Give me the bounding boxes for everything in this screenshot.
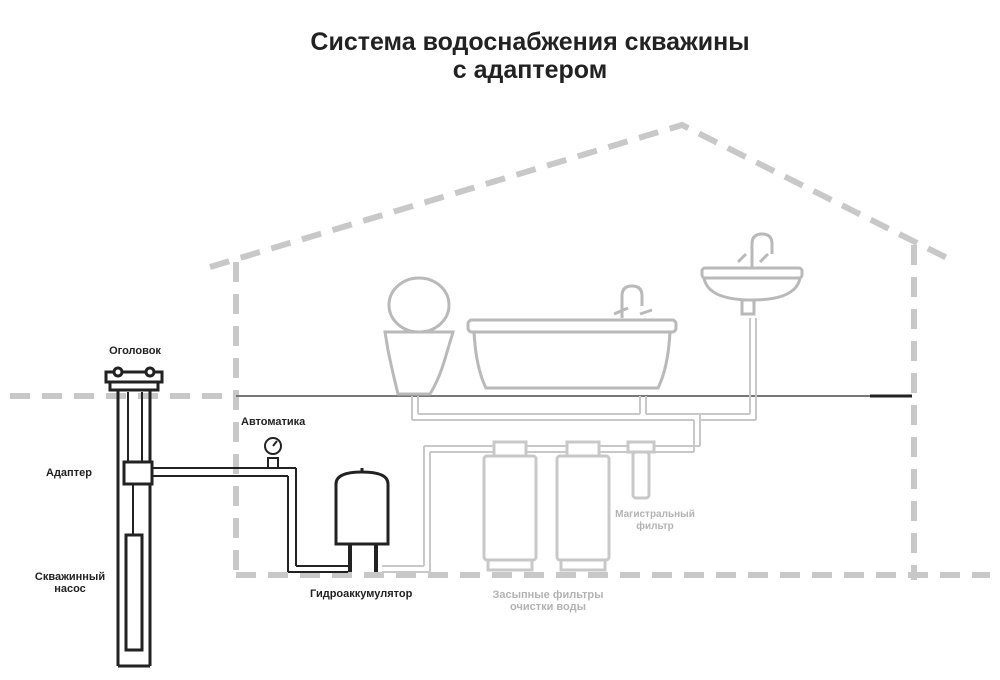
- main-filter: [626, 440, 656, 500]
- label-adapter: Адаптер: [46, 467, 92, 479]
- sink-faucet: [750, 232, 774, 268]
- backfill-filter-2-cap: [565, 440, 601, 458]
- sink-siphon: [740, 298, 756, 316]
- sink-basin: [702, 276, 802, 302]
- backfill-filter-1-cap: [492, 440, 528, 458]
- sink: [700, 232, 804, 316]
- label-wellhead: Оголовок: [109, 345, 161, 357]
- label-main-filter-line1: Магистральный: [615, 509, 695, 520]
- house-outline: [10, 121, 990, 580]
- label-accumulator: Гидроаккумулятор: [310, 588, 413, 600]
- label-backfill-filters-line1: Засыпные фильтры: [492, 589, 604, 601]
- toilet: [383, 276, 456, 396]
- roof-line: [209, 121, 957, 270]
- diagram-title-line2: с адаптером: [452, 56, 608, 84]
- label-automation: Автоматика: [241, 416, 306, 428]
- bathtub: [466, 284, 678, 390]
- well: [104, 366, 164, 668]
- label-pump-line1: Скважинный: [34, 571, 106, 583]
- bathtub-rim: [466, 318, 678, 334]
- label-main-filter-line2: фильтр: [636, 521, 674, 532]
- pressure-gauge: [264, 437, 282, 469]
- label-backfill-filters-line2: очистки воды: [510, 601, 586, 613]
- backfill-filter-1-body: [482, 454, 538, 562]
- bathtub-body: [472, 330, 672, 390]
- submersible-pump: [124, 533, 144, 652]
- label-pump-line2: насос: [54, 583, 86, 595]
- label-backfill-filters: Засыпные фильтры очистки воды: [468, 589, 628, 613]
- backfill-filter-2-body: [555, 454, 611, 562]
- label-pump: Скважинный насос: [24, 571, 116, 595]
- wellhead-flange: [108, 380, 160, 392]
- adapter-block: [122, 460, 154, 486]
- toilet-bowl: [383, 330, 456, 396]
- label-main-filter: Магистральный фильтр: [596, 509, 714, 533]
- toilet-tank: [387, 276, 451, 334]
- hydro-accumulator: [334, 468, 390, 572]
- bathtub-faucet: [620, 284, 644, 318]
- diagram-title-line1: Система водоснабжения скважины: [310, 28, 750, 56]
- dark-pipeline: [152, 467, 348, 573]
- backfill-filters: [482, 440, 611, 572]
